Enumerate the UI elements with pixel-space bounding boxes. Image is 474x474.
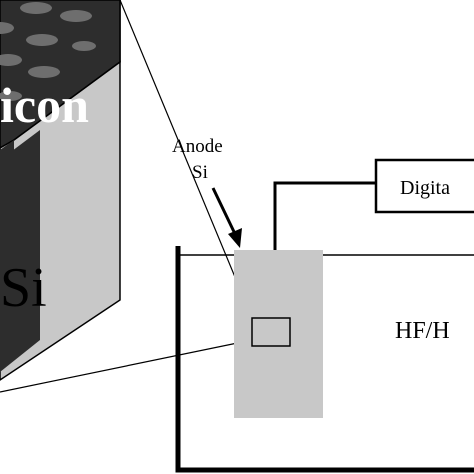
wire bbox=[273, 181, 378, 250]
digital-meter: Digita bbox=[374, 158, 474, 214]
meter-label: Digita bbox=[400, 177, 450, 199]
meter-box bbox=[374, 158, 474, 214]
zoom-line-upper bbox=[119, 0, 253, 319]
anode-label-line1: Anode bbox=[172, 136, 223, 157]
silicon-anode bbox=[234, 250, 323, 418]
zoom-lines bbox=[0, 0, 253, 393]
electrolyte-label: HF/H bbox=[395, 318, 450, 344]
block-label-top: icon bbox=[0, 77, 89, 133]
anode-electrode bbox=[234, 250, 323, 418]
porous-silicon-block: icon Si bbox=[0, 0, 121, 381]
anode-arrow bbox=[211, 187, 242, 248]
substrate-front-lower bbox=[0, 130, 40, 372]
tank-walls bbox=[175, 246, 474, 473]
anode-label-line2: Si bbox=[192, 162, 208, 183]
zoom-line-lower bbox=[0, 339, 253, 393]
electrolyte-tank: HF/H bbox=[175, 246, 474, 473]
anode-magnified-region bbox=[251, 317, 291, 347]
pore-pattern bbox=[0, 2, 96, 101]
block-label-bottom: Si bbox=[0, 257, 47, 319]
